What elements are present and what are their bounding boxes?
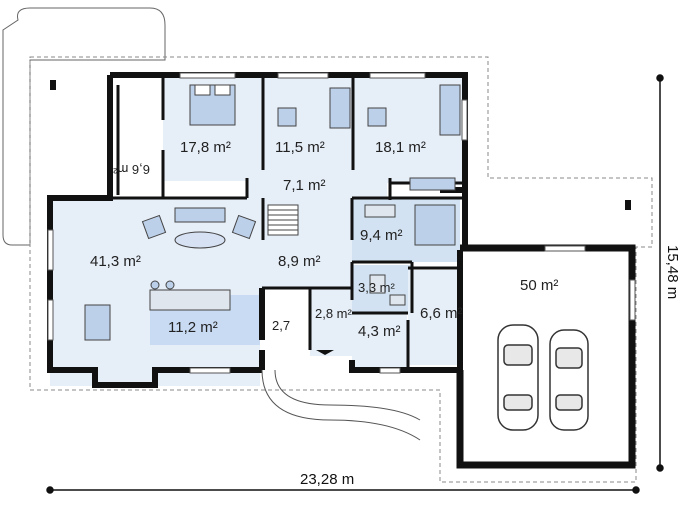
- hall-label: 8,9 m²: [278, 253, 321, 270]
- boiler-room-label: 6,6 m²: [420, 305, 463, 322]
- bed-2: [329, 87, 351, 129]
- garage-label: 50 m²: [520, 277, 558, 294]
- vestibule-fill: [310, 288, 352, 356]
- furniture: [84, 84, 461, 341]
- boiler-fill: [408, 270, 460, 365]
- bedroom-1-label: 17,8 m²: [180, 139, 231, 156]
- windows: [47, 72, 636, 374]
- pantry-label: 2,7: [272, 318, 290, 333]
- stairs: [267, 204, 299, 236]
- utility-fill: [352, 313, 407, 368]
- car-1: [497, 324, 539, 431]
- coffee-table: [174, 231, 226, 249]
- dining-table: [84, 304, 111, 341]
- kitchen-label: 11,2 m²: [168, 319, 218, 336]
- room-labels: 17,8 m² 11,5 m² 18,1 m² 6,6 m² 7,1 m² 41…: [90, 139, 558, 340]
- interior-walls: [110, 75, 465, 370]
- utility-label: 4,3 m²: [358, 323, 401, 340]
- bedroom-2-label: 11,5 m²: [275, 139, 325, 156]
- wardrobe-label: 6,6 m²: [112, 162, 150, 177]
- living-room-label: 41,3 m²: [90, 253, 141, 270]
- wardrobe-fill: [118, 85, 163, 195]
- kitchen-counter: [149, 289, 231, 311]
- bathroom-label: 9,4 m²: [360, 227, 403, 244]
- wc-label: 3,3 m²: [358, 280, 396, 295]
- lot-boundary: [29, 56, 653, 483]
- dimension-lines: [46, 74, 664, 494]
- bathtub: [414, 204, 456, 246]
- entrance-arrow: [316, 350, 334, 355]
- entry-path: [261, 369, 421, 441]
- car-2: [549, 329, 589, 431]
- marker-tl: [50, 80, 56, 90]
- marker-tr: [625, 200, 631, 210]
- hall-upper-label: 7,1 m²: [283, 177, 326, 194]
- depth-dimension: 15,48 m: [664, 245, 681, 299]
- bedroom-3-label: 18,1 m²: [375, 139, 426, 156]
- sofa: [174, 207, 226, 223]
- terrace-outline: [2, 7, 166, 246]
- hall-upper-fill: [247, 165, 387, 200]
- width-dimension: 23,28 m: [300, 471, 354, 488]
- vestibule-label: 2,8 m²: [315, 306, 353, 321]
- cars: [497, 324, 589, 431]
